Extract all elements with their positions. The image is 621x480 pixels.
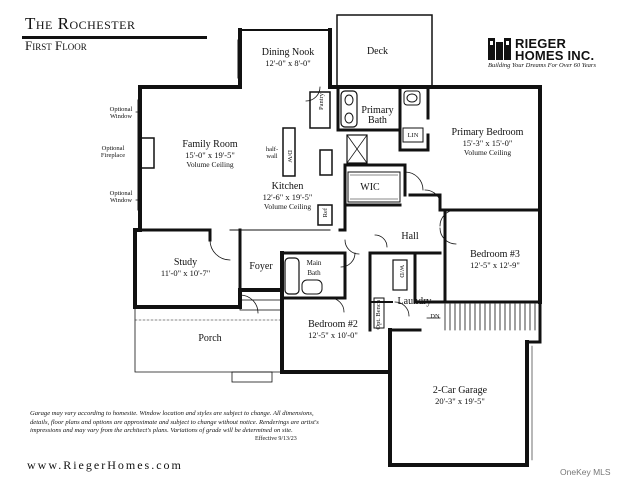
label-optional-window-bottom: Optional Window bbox=[109, 190, 133, 204]
bedroom-2-name: Bedroom #2 bbox=[308, 319, 358, 330]
effective-date: Effective 9/13/23 bbox=[255, 436, 297, 442]
kitchen-name: Kitchen bbox=[271, 181, 304, 192]
dining-nook-dims: 12'-0" x 8'-0" bbox=[265, 58, 311, 68]
room-laundry: Laundry bbox=[392, 297, 437, 307]
kitchen-dims: 12'-6" x 19'-5" bbox=[262, 192, 313, 202]
hall-name: Hall bbox=[401, 231, 419, 242]
main-bath-name-line1: Main bbox=[306, 259, 322, 267]
room-family-room: Family Room 15'-0" x 19'-5" Volume Ceili… bbox=[165, 140, 255, 170]
plan-subtitle: First Floor bbox=[25, 38, 87, 53]
label-dn-garage: DN bbox=[430, 313, 440, 320]
mls-credit: OneKey MLS bbox=[560, 467, 611, 477]
label-lin: LIN bbox=[407, 132, 419, 139]
main-bath-name-line2: Bath bbox=[307, 269, 321, 277]
room-primary-bath: Primary Bath bbox=[355, 106, 400, 126]
bedroom-2-dims: 12'-5" x 10'-0" bbox=[308, 330, 358, 340]
laundry-name: Laundry bbox=[397, 296, 432, 307]
room-kitchen: Kitchen 12'-6" x 19'-5" Volume Ceiling bbox=[245, 182, 330, 212]
room-garage: 2-Car Garage 20'-3" x 19'-5" bbox=[420, 385, 500, 407]
brand-logo bbox=[488, 38, 512, 60]
room-porch: Porch bbox=[190, 334, 230, 344]
primary-bedroom-note: Volume Ceiling bbox=[463, 148, 512, 157]
brand-mark-icon bbox=[488, 38, 511, 60]
foyer-name: Foyer bbox=[249, 261, 273, 272]
primary-bedroom-dims: 15'-3" x 15'-0" bbox=[462, 138, 513, 148]
dining-nook-name: Dining Nook bbox=[261, 47, 315, 58]
label-half-wall: half-wall bbox=[265, 146, 279, 160]
brand-name-line1: RIEGER bbox=[515, 36, 567, 51]
family-room-dims: 15'-0" x 19'-5" bbox=[185, 150, 235, 160]
family-room-name: Family Room bbox=[182, 139, 238, 150]
deck-name: Deck bbox=[366, 46, 389, 57]
room-bedroom-3: Bedroom #3 12'-5" x 12'-9" bbox=[455, 249, 535, 271]
wic-name: WIC bbox=[360, 182, 380, 193]
room-foyer: Foyer bbox=[242, 262, 280, 272]
bedroom-3-name: Bedroom #3 bbox=[470, 249, 520, 260]
label-ref: Ref bbox=[322, 208, 329, 218]
room-wic: WIC bbox=[355, 183, 385, 193]
primary-bedroom-name: Primary Bedroom bbox=[451, 127, 524, 138]
brand-name-line2: HOMES INC. bbox=[515, 48, 595, 63]
label-pantry: Pantry bbox=[318, 93, 325, 110]
plan-title: The Rochester bbox=[25, 14, 136, 33]
garage-dims: 20'-3" x 19'-5" bbox=[435, 396, 485, 406]
room-deck: Deck bbox=[350, 47, 405, 57]
label-dw: D/W bbox=[286, 150, 293, 163]
study-dims: 11'-0" x 10'-7" bbox=[160, 268, 211, 278]
room-study: Study 11'-0" x 10'-7" bbox=[148, 257, 223, 279]
garage-name: 2-Car Garage bbox=[432, 385, 488, 396]
family-room-note: Volume Ceiling bbox=[186, 160, 234, 169]
porch-name: Porch bbox=[198, 333, 222, 344]
title-rule bbox=[22, 36, 207, 39]
brand-name: RIEGER HOMES INC. bbox=[515, 36, 595, 63]
brand-tagline: Building Your Dreams For Over 60 Years bbox=[488, 62, 596, 69]
primary-bath-name-line1: Primary bbox=[361, 105, 394, 116]
room-hall: Hall bbox=[395, 232, 425, 242]
website-url: www.RiegerHomes.com bbox=[27, 458, 183, 472]
room-main-bath: Main Bath bbox=[301, 258, 327, 278]
room-primary-bedroom: Primary Bedroom 15'-3" x 15'-0" Volume C… bbox=[440, 128, 535, 158]
label-optional-window-top: Optional Window bbox=[109, 106, 133, 120]
label-wd: W/D bbox=[398, 265, 405, 278]
label-optional-fireplace: Optional Fireplace bbox=[100, 145, 126, 159]
bedroom-3-dims: 12'-5" x 12'-9" bbox=[470, 260, 520, 270]
disclaimer-text: Garage may vary according to homesite. W… bbox=[30, 410, 319, 434]
room-bedroom-2: Bedroom #2 12'-5" x 10'-0" bbox=[298, 319, 368, 341]
label-opt-bench: Opt. Bench bbox=[375, 300, 382, 330]
room-dining-nook: Dining Nook 12'-0" x 8'-0" bbox=[248, 47, 328, 69]
kitchen-note: Volume Ceiling bbox=[263, 202, 312, 211]
study-name: Study bbox=[173, 257, 198, 268]
primary-bath-name-line2: Bath bbox=[368, 115, 387, 126]
